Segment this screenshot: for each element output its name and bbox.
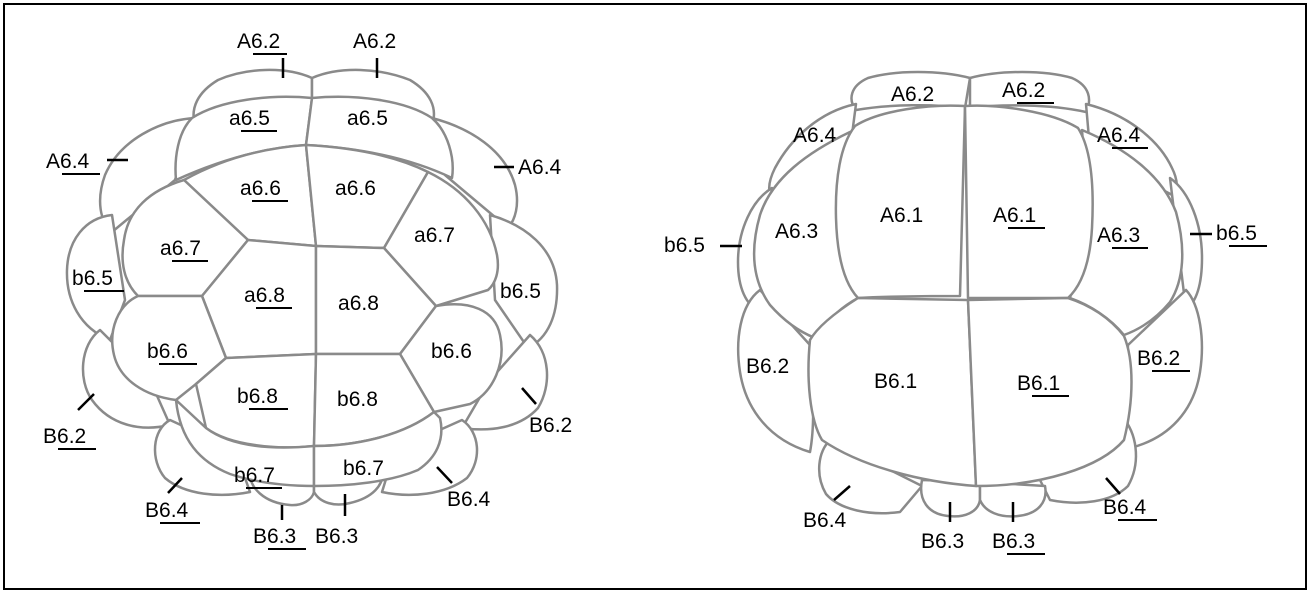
label-b6.7-right: b6.7 [343,457,384,480]
cell-B6.4-left-r [818,438,924,515]
left-embryo: A6.2 A6.2 a6.5 a6.5 A6.4 A6.4 a6.6 a6.6 … [43,30,572,550]
label-b6.6-right: b6.6 [431,340,472,363]
label-A6.4-left: A6.4 [46,150,100,175]
label-B6.1-left-r: B6.1 [874,370,917,393]
label-b6.8-right: b6.8 [337,388,378,411]
svg-text:a6.7: a6.7 [160,237,201,260]
label-a6.5-right: a6.5 [347,107,388,130]
label-A6.2-left-r: A6.2 [891,83,934,106]
label-B6.4-right: B6.4 [447,488,491,511]
label-B6.2-right-r: B6.2 [1137,347,1190,372]
cell-A6.1-left-r [834,104,967,300]
cell-b6.7-left [174,398,316,488]
svg-text:A6.2: A6.2 [1002,79,1045,102]
svg-text:A6.1: A6.1 [993,204,1036,227]
label-b6.6-left: b6.6 [147,340,197,365]
label-a6.6-left: a6.6 [240,177,288,202]
svg-text:A6.2: A6.2 [237,30,280,53]
label-A6.4-right: A6.4 [518,156,562,179]
cell-A6.2-left-r [850,70,972,112]
svg-text:B6.1: B6.1 [1017,372,1060,395]
label-b6.8-left: b6.8 [237,385,288,410]
cell-A6.1-right-r [963,104,1094,300]
cell-b6.6-right [398,303,503,414]
label-A6.2-right: A6.2 [353,30,396,53]
label-a6.8-right: a6.8 [338,292,379,315]
label-A6.4-left-r: A6.4 [793,124,837,147]
cell-B6.1-right-r [966,296,1133,488]
label-B6.2-right: B6.2 [529,414,572,437]
label-B6.3-right: B6.3 [315,525,358,548]
svg-text:B6.2: B6.2 [43,425,86,448]
svg-text:B6.2: B6.2 [1137,347,1180,370]
svg-text:A6.4: A6.4 [46,150,90,173]
cell-b6.7-right [312,410,443,488]
svg-text:b6.6: b6.6 [147,340,188,363]
label-A6.3-left-r: A6.3 [775,220,818,243]
svg-text:b6.7: b6.7 [234,464,275,487]
label-A6.2-left: A6.2 [237,30,287,55]
right-embryo: A6.2 A6.2 A6.4 A6.4 A6.1 A6.1 A6.3 A6.3 … [664,70,1267,555]
label-A6.3-right-r: A6.3 [1097,224,1148,249]
label-a6.7-right: a6.7 [414,224,455,247]
svg-text:a6.6: a6.6 [240,177,281,200]
cell-A6.2-right-r [968,70,1091,114]
label-b6.7-left: b6.7 [234,464,282,489]
label-B6.3-right-r: B6.3 [992,530,1045,555]
label-B6.3-left-r: B6.3 [921,530,964,553]
label-a6.7-left: a6.7 [160,237,208,262]
label-B6.3-left: B6.3 [253,525,306,550]
svg-text:b6.8: b6.8 [237,385,278,408]
label-a6.8-left: a6.8 [244,284,292,309]
svg-text:B6.3: B6.3 [253,525,296,548]
label-B6.2-left-r: B6.2 [746,355,789,378]
label-a6.5-left: a6.5 [229,107,277,132]
cell-B6.1-left-r [807,296,978,488]
svg-text:b6.5: b6.5 [1216,222,1257,245]
label-b6.5-right: b6.5 [500,280,541,303]
label-A6.1-left-r: A6.1 [880,204,923,227]
label-B6.1-right-r: B6.1 [1017,372,1069,397]
label-b6.5-right-r: b6.5 [1216,222,1267,247]
svg-text:a6.5: a6.5 [229,107,270,130]
label-a6.6-right: a6.6 [335,177,376,200]
label-b6.5-left-r: b6.5 [664,234,705,257]
cell-B6.3-left-r [919,478,982,518]
label-A6.2-right-r: A6.2 [1002,79,1054,104]
label-B6.4-right-r: B6.4 [1103,496,1157,521]
svg-text:A6.4: A6.4 [1097,124,1141,147]
svg-text:B6.4: B6.4 [145,499,189,522]
svg-text:A6.3: A6.3 [1097,224,1140,247]
svg-text:B6.3: B6.3 [992,530,1035,553]
svg-text:b6.5: b6.5 [72,267,113,290]
svg-text:a6.8: a6.8 [244,284,285,307]
label-B6.4-left-r: B6.4 [803,509,847,532]
cell-B6.2-right [460,333,549,431]
svg-text:B6.4: B6.4 [1103,496,1147,519]
label-b6.5-left: b6.5 [72,267,124,292]
label-B6.4-left: B6.4 [145,499,200,524]
cell-a6.7-right [382,170,500,308]
cell-B6.3-right-r [978,480,1047,518]
label-A6.1-right-r: A6.1 [993,204,1045,229]
label-B6.2-left: B6.2 [43,425,96,450]
label-A6.4-right-r: A6.4 [1097,124,1148,149]
